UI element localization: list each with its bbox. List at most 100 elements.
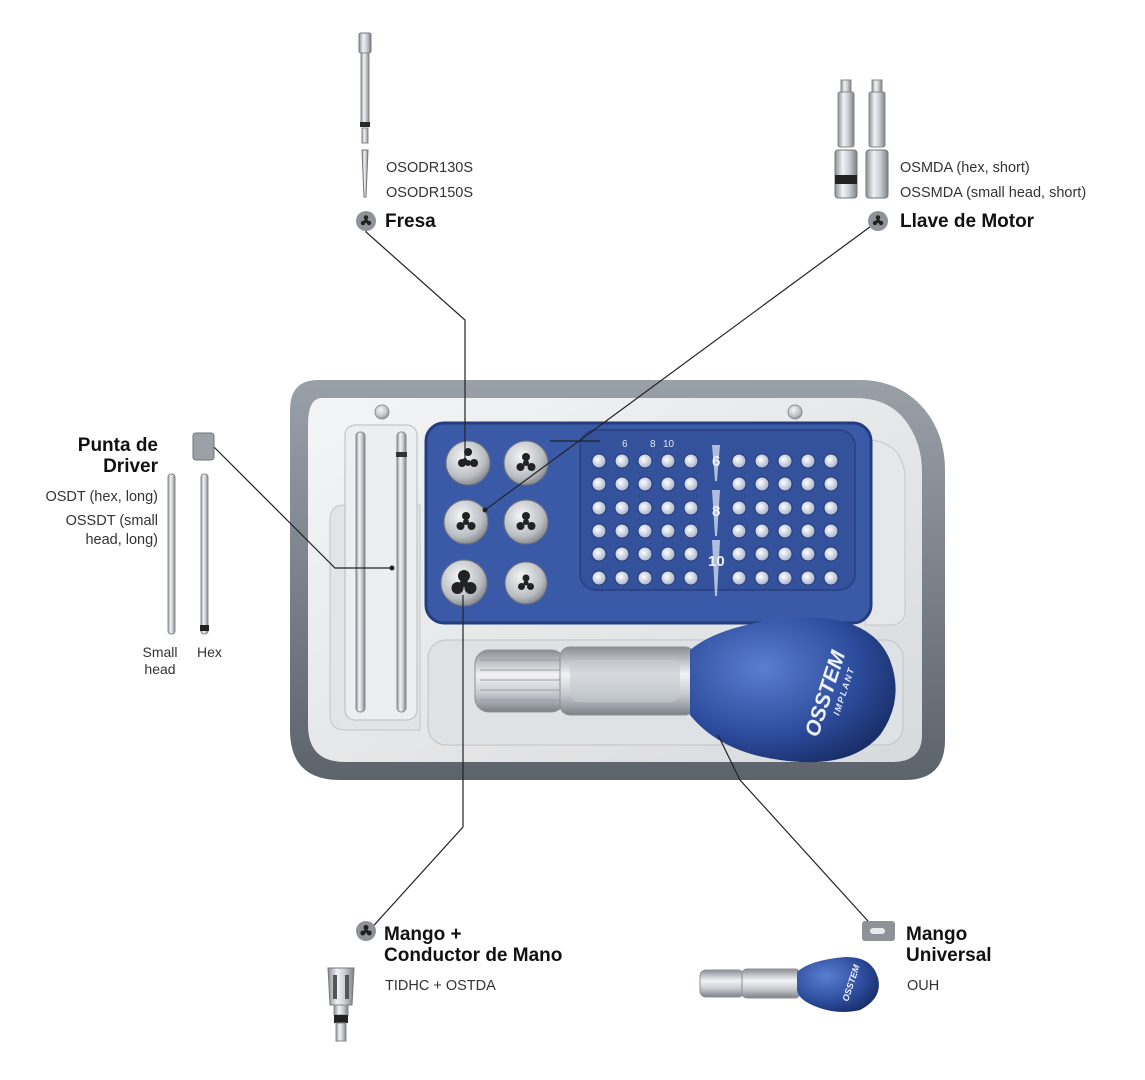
depth-hole (823, 453, 839, 469)
depth-hole (800, 476, 816, 492)
depth-ruler: 6 8 10 6 8 10 (622, 439, 725, 570)
depth-hole (777, 453, 793, 469)
llave-title: Llave de Motor (900, 211, 1035, 232)
depth-hole (683, 500, 699, 516)
mango-universal-title: Mango Universal (906, 924, 992, 966)
punta-driver-code-2: OSSDT (small head, long) (0, 512, 158, 550)
label-hex: Hex (197, 644, 222, 660)
marker-icon-llave (868, 211, 888, 231)
depth-hole (823, 500, 839, 516)
llave-code-2: OSSMDA (small head, short) (900, 185, 1087, 201)
driver-shaft (355, 431, 366, 713)
depth-hole (637, 476, 653, 492)
depth-hole-grid (591, 445, 839, 596)
depth-mark: 10 (708, 553, 725, 570)
depth-guide-drill (712, 540, 720, 596)
depth-hole (637, 546, 653, 562)
depth-hole (754, 546, 770, 562)
depth-hole (614, 570, 630, 586)
depth-hole (614, 500, 630, 516)
depth-hole (731, 523, 747, 539)
punta-driver-title: Punta de Driver (0, 435, 158, 477)
driver-shaft (396, 431, 407, 713)
mango-universal-code: OUH (907, 978, 940, 994)
tray-screw (374, 404, 390, 420)
depth-hole (660, 570, 676, 586)
hand-driver-icon (327, 967, 355, 1042)
depth-hole (777, 476, 793, 492)
driver-tip-icon (167, 473, 209, 635)
depth-hole (731, 546, 747, 562)
punta-driver-code-2-line: head, long) (85, 532, 158, 548)
depth-hole (731, 500, 747, 516)
depth-hole (637, 523, 653, 539)
depth-hole (777, 500, 793, 516)
label-small-head: Small head (142, 644, 178, 677)
ruler-mark: 6 (622, 439, 628, 450)
punta-driver-code-2-line: OSSDT (small (65, 513, 158, 529)
depth-hole (777, 546, 793, 562)
punta-driver-code-1: OSDT (hex, long) (45, 489, 158, 505)
depth-hole (731, 570, 747, 586)
depth-hole (591, 546, 607, 562)
depth-hole (637, 453, 653, 469)
depth-hole (660, 453, 676, 469)
leader-line-punta (212, 445, 392, 569)
depth-hole (660, 500, 676, 516)
leader-lines (212, 220, 879, 934)
depth-hole (660, 546, 676, 562)
depth-hole (800, 453, 816, 469)
llave-code-1: OSMDA (hex, short) (900, 160, 1030, 176)
depth-hole (777, 523, 793, 539)
depth-hole (754, 453, 770, 469)
depth-hole (614, 523, 630, 539)
depth-hole (683, 523, 699, 539)
depth-hole (731, 453, 747, 469)
depth-hole (591, 570, 607, 586)
depth-hole (637, 570, 653, 586)
depth-hole (754, 570, 770, 586)
tray-screw (787, 404, 803, 420)
depth-hole (637, 500, 653, 516)
marker-icon-mango-universal (862, 921, 895, 941)
depth-guide-drill (712, 490, 720, 536)
tray-drivers (355, 431, 407, 713)
tray-universal-handle: OSSTEM IMPLANT (474, 617, 896, 763)
marker-icon-fresa (356, 211, 376, 231)
depth-hole (614, 476, 630, 492)
mango-conductor-title: Mango + Conductor de Mano (384, 924, 563, 966)
leader-line-ends (389, 458, 488, 571)
screw-head-group (440, 440, 549, 607)
depth-hole (800, 500, 816, 516)
marker-icon-mango-conductor (356, 921, 376, 941)
depth-hole (591, 523, 607, 539)
depth-hole (683, 476, 699, 492)
depth-hole (683, 570, 699, 586)
depth-hole (614, 453, 630, 469)
depth-hole (754, 476, 770, 492)
depth-mark: 6 (712, 453, 720, 470)
universal-handle-icon: OSSTEM (699, 956, 879, 1012)
depth-hole (800, 546, 816, 562)
leader-line-llave (484, 220, 879, 511)
fresa-drill-icon (358, 32, 372, 198)
marker-icon-punta-driver (192, 432, 215, 461)
depth-mark: 8 (712, 503, 720, 520)
fresa-code-1: OSODR130S (386, 160, 474, 176)
depth-hole (683, 546, 699, 562)
depth-hole (800, 523, 816, 539)
depth-hole (591, 500, 607, 516)
depth-hole (823, 523, 839, 539)
punta-driver-title-line: Driver (103, 456, 158, 477)
blue-insert (424, 421, 873, 625)
mango-conductor-code: TIDHC + OSTDA (385, 978, 496, 994)
depth-hole (660, 523, 676, 539)
tri-lobe-icon (458, 448, 479, 467)
depth-hole (800, 570, 816, 586)
punta-driver-title-line: Punta de (77, 435, 158, 456)
depth-hole (591, 453, 607, 469)
ruler-mark: 8 (650, 439, 656, 450)
depth-hole (777, 570, 793, 586)
depth-guide-drill (712, 445, 720, 481)
